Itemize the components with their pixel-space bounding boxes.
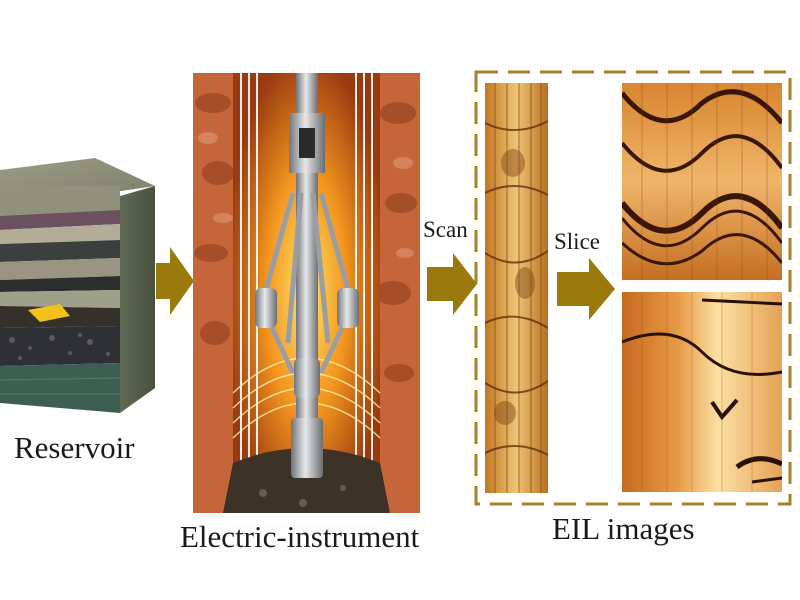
arrow-right-slice bbox=[557, 258, 615, 320]
arrow-right-scan bbox=[427, 253, 477, 315]
reservoir-block bbox=[0, 158, 160, 416]
arrow-right-icon bbox=[156, 247, 194, 315]
sliced-image-top bbox=[622, 83, 782, 280]
reservoir-block-icon bbox=[0, 158, 155, 413]
instrument-label: Electric-instrument bbox=[180, 519, 420, 554]
eil-images-label: EIL images bbox=[552, 511, 695, 546]
sliced-image-icon bbox=[622, 292, 782, 492]
borehole-image-strip bbox=[485, 83, 548, 493]
downhole-tool-icon bbox=[193, 73, 420, 513]
slice-label: Slice bbox=[554, 229, 600, 254]
sliced-image-icon bbox=[622, 83, 782, 280]
eil-images-frame bbox=[474, 70, 792, 506]
arrow-right-icon bbox=[427, 253, 477, 315]
scan-label: Scan bbox=[423, 217, 468, 242]
reservoir-label: Reservoir bbox=[14, 430, 135, 465]
sliced-image-bottom bbox=[622, 292, 782, 492]
instrument-panel bbox=[193, 73, 420, 513]
borehole-image-strip-icon bbox=[485, 83, 548, 493]
arrow-right-icon bbox=[557, 258, 615, 320]
arrow-right-1 bbox=[156, 247, 194, 315]
